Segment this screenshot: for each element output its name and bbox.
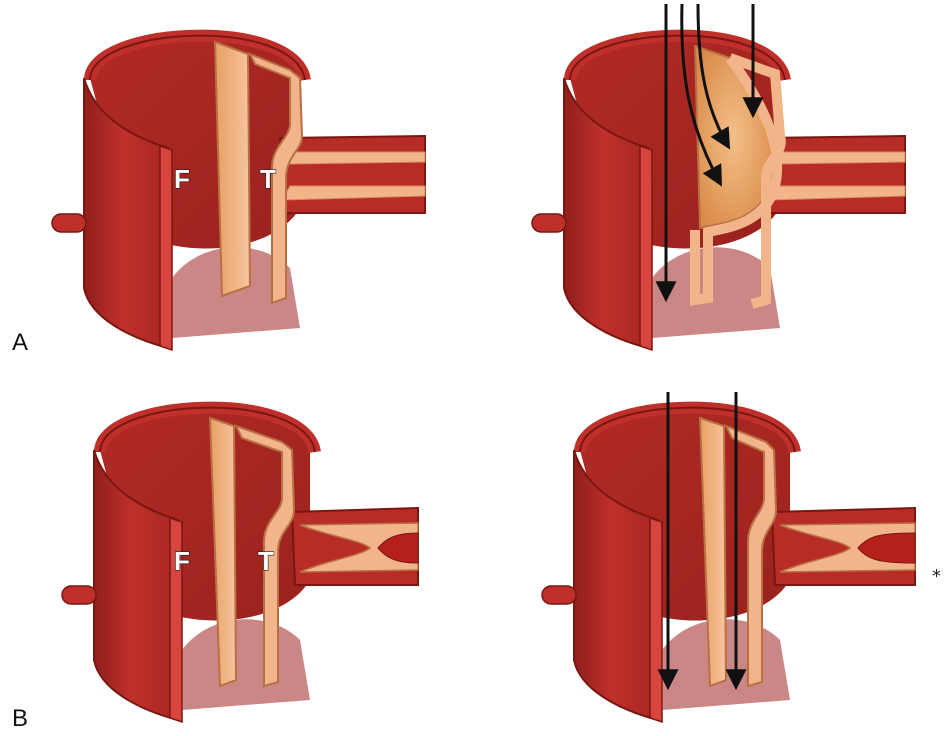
row-label-b: B: [12, 705, 28, 732]
panel-b-right: [542, 392, 915, 722]
row-label-a: A: [12, 329, 28, 356]
false-lumen-label: F: [174, 164, 190, 194]
intimal-flap: [215, 42, 250, 296]
false-lumen-label: F: [174, 546, 190, 576]
true-lumen-label: T: [260, 164, 276, 194]
panel-a-right: [532, 4, 905, 350]
occlusion-marker: *: [932, 566, 941, 587]
panel-a-left: F T: [52, 36, 425, 350]
true-lumen-label: T: [258, 546, 274, 576]
panel-b-left: F T: [62, 408, 418, 722]
